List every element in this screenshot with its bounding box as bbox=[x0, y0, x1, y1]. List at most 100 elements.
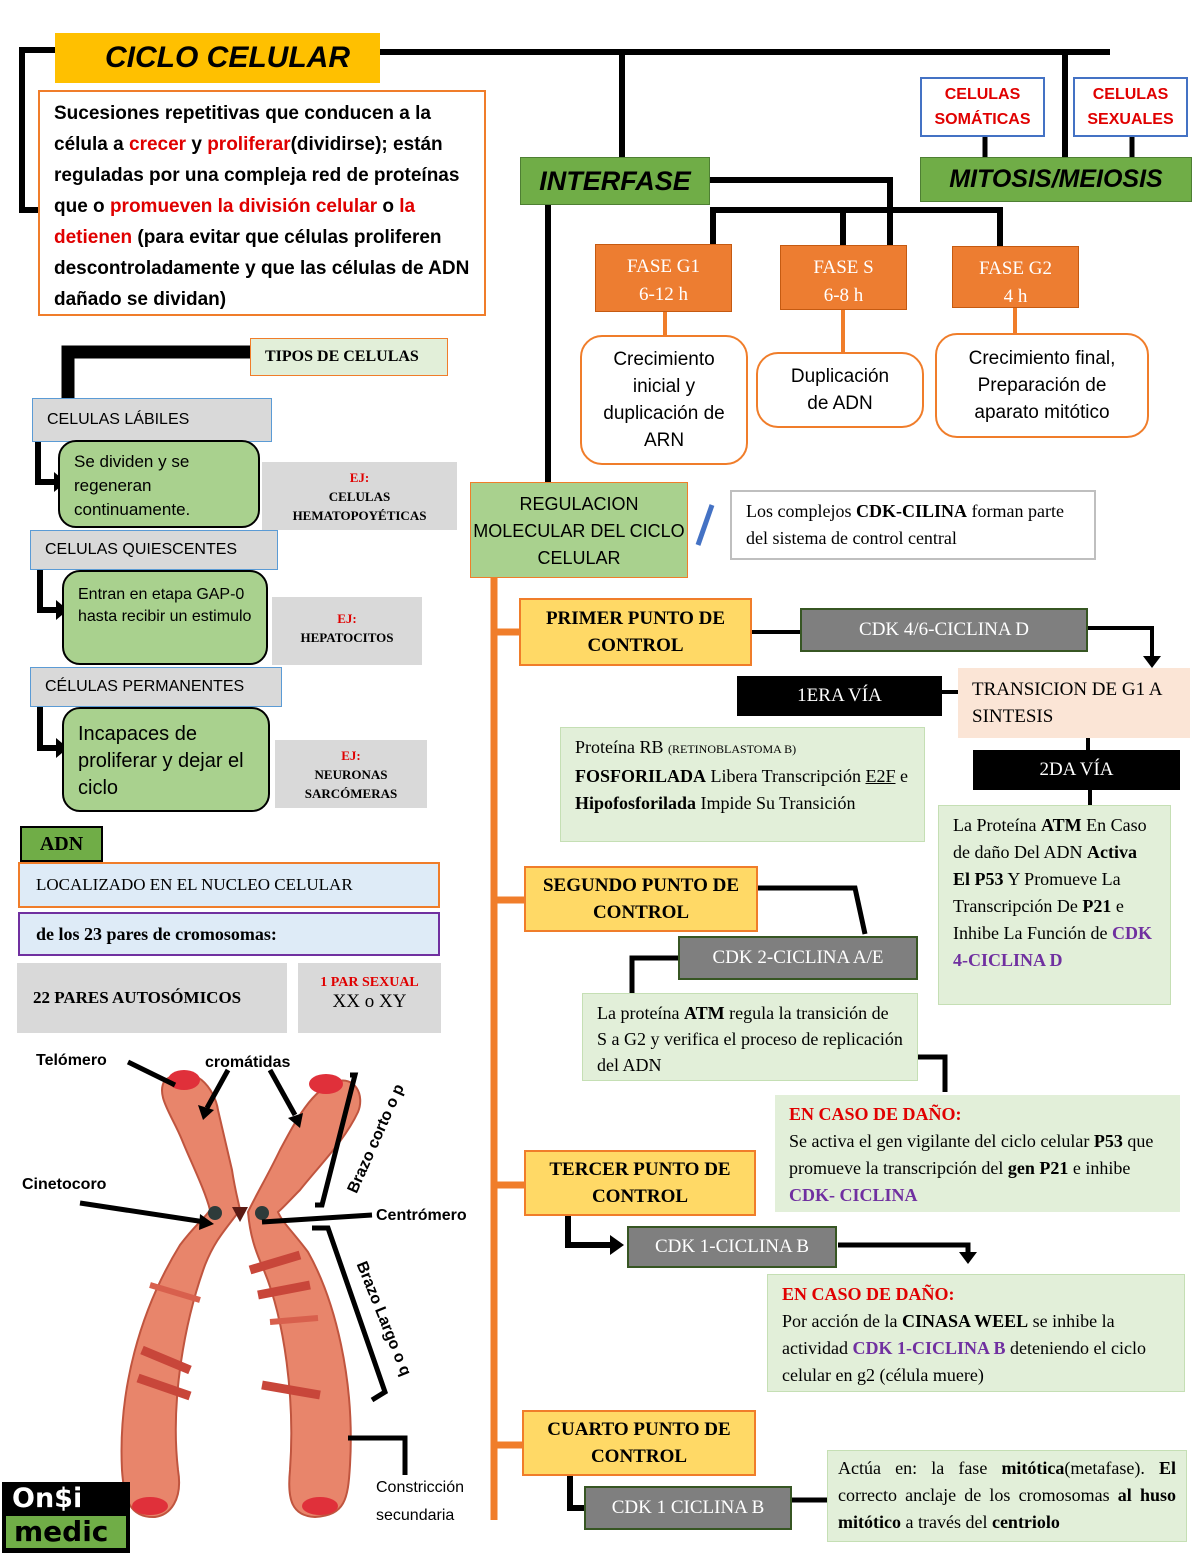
definition-text-3: (para evitar que células proliferen desc… bbox=[54, 227, 470, 310]
celulas-labiles-desc: Se dividen y se regeneran continuamente. bbox=[58, 440, 260, 528]
p2-atm-c: regula la transición de S a G2 y verific… bbox=[597, 1003, 903, 1075]
interfase-box: INTERFASE bbox=[520, 157, 710, 205]
cdk-46-ciclina-d: CDK 4/6-CICLINA D bbox=[800, 608, 1088, 652]
fase-g1-name: FASE G1 bbox=[626, 256, 701, 277]
labiles-ej-label: EJ: bbox=[349, 470, 370, 485]
fase-s-name: FASE S bbox=[813, 257, 874, 278]
permanentes-ej-text: NEURONAS SARCÓMERAS bbox=[304, 767, 398, 801]
definition-or: o bbox=[377, 196, 400, 217]
regulacion-note: Los complejos CDK-CILINA forman parte de… bbox=[730, 490, 1096, 560]
rb-f: Impide Su Transición bbox=[696, 793, 856, 813]
chromosome-illustration bbox=[120, 1070, 362, 1519]
definition-and: y bbox=[186, 134, 208, 155]
par-sexual-label: 1 PAR SEXUAL bbox=[320, 975, 419, 990]
rb-e2f: E2F bbox=[865, 766, 896, 786]
p2-dano-c: que promueve la transcripción del bbox=[789, 1131, 1154, 1178]
p3-dano-e: deteniendo el ciclo celular en g2 (célul… bbox=[782, 1338, 1146, 1385]
label-telomero: Telómero bbox=[36, 1052, 107, 1069]
fase-g2-time: 4 h bbox=[1003, 286, 1028, 307]
p4-e: correcto anclaje de los cromosomas bbox=[838, 1485, 1118, 1505]
p2-dano-d: gen P21 bbox=[1007, 1158, 1069, 1178]
fase-g2-desc: Crecimiento final, Preparación de aparat… bbox=[935, 333, 1149, 438]
fase-s-box: FASE S 6-8 h bbox=[780, 245, 907, 310]
rb-b: FOSFORILADA bbox=[575, 766, 707, 786]
definition-proliferar: proliferar bbox=[207, 134, 291, 155]
p4-h: centriolo bbox=[991, 1512, 1060, 1532]
atm-a: La Proteína bbox=[953, 815, 1041, 835]
labiles-example: EJ: CELULAS HEMATOPOYÉTICAS bbox=[262, 462, 457, 530]
atm-f: P21 bbox=[1082, 896, 1112, 916]
atm-d: Activa El P53 bbox=[953, 842, 1137, 889]
rb-small: (RETINOBLASTOMA B) bbox=[668, 742, 797, 756]
atm-h: CDK 4-CICLINA D bbox=[953, 923, 1152, 970]
par-sexual-xx: XX o XY bbox=[332, 991, 407, 1012]
proteina-atm-note: La Proteína ATM En Caso de daño Del ADN … bbox=[938, 805, 1171, 1005]
definition-detienen: la detienen bbox=[54, 196, 416, 248]
logo-line2: medic bbox=[6, 1516, 126, 1548]
quiescentes-ej-text: HEPATOCITOS bbox=[300, 630, 394, 645]
rb-c: Libera Transcripción bbox=[706, 766, 866, 786]
celulas-permanentes-desc: Incapaces de proliferar y dejar el ciclo bbox=[62, 707, 270, 812]
quiescentes-ej-label: EJ: bbox=[337, 611, 357, 626]
regulacion-note-a: Los complejos bbox=[746, 501, 856, 521]
page-title: CICLO CELULAR bbox=[55, 33, 380, 83]
onsimedic-logo: On$i medic bbox=[2, 1482, 130, 1553]
adn-localizado: LOCALIZADO EN EL NUCLEO CELULAR bbox=[18, 862, 440, 908]
celulas-sexuales-box: CELULAS SEXUALES bbox=[1073, 77, 1188, 137]
adn-tag: ADN bbox=[20, 826, 103, 862]
celulas-permanentes-label: CÉLULAS PERMANENTES bbox=[30, 667, 282, 707]
tercer-punto-box: TERCER PUNTO DE CONTROL bbox=[524, 1150, 756, 1216]
celulas-somaticas-box: CELULAS SOMÁTICAS bbox=[920, 77, 1045, 137]
atm-g: e Inhibe La Función de bbox=[953, 896, 1124, 943]
actua-note: Actúa en: la fase mitótica(metafase). El… bbox=[827, 1450, 1187, 1542]
regulacion-box: REGULACION MOLECULAR DEL CICLO CELULAR bbox=[470, 482, 688, 578]
fase-g2-name: FASE G2 bbox=[978, 258, 1053, 279]
definition-box: Sucesiones repetitivas que conducen a la… bbox=[38, 90, 486, 316]
p4-b: mitótica bbox=[1001, 1458, 1065, 1478]
mitosis-meiosis-box: MITOSIS/MEIOSIS bbox=[920, 157, 1192, 202]
p3-dano-title: EN CASO DE DAÑO: bbox=[782, 1284, 955, 1304]
regulacion-note-c: forman parte del sistema de control cent… bbox=[746, 501, 1064, 548]
p3-dano-b: CINASA WEEL bbox=[901, 1311, 1029, 1331]
rb-a: Proteína RB bbox=[575, 737, 668, 757]
proteina-rb-note: Proteína RB (RETINOBLASTOMA B) FOSFORILA… bbox=[560, 727, 925, 842]
definition-promueven: promueven la división celular bbox=[109, 196, 378, 217]
label-centromero: Centrómero bbox=[376, 1207, 467, 1224]
p2-dano-a: Se activa el gen vigilante del ciclo cel… bbox=[789, 1131, 1094, 1151]
logo-line1: On$i bbox=[12, 1483, 83, 1514]
dano-note-p2: EN CASO DE DAÑO: Se activa el gen vigilan… bbox=[775, 1095, 1180, 1212]
fase-g1-time: 6-12 h bbox=[638, 284, 689, 305]
rb-e: Hipofosforilada bbox=[575, 793, 697, 813]
definition-text: Sucesiones repetitivas que conducen a la… bbox=[54, 103, 431, 155]
celulas-quiescentes-label: CELULAS QUIESCENTES bbox=[30, 530, 278, 570]
p2-atm-b: ATM bbox=[683, 1003, 725, 1023]
regulacion-note-b: CDK-CILINA bbox=[856, 501, 968, 521]
cdk-1-ciclina-b: CDK 1-CICLINA B bbox=[627, 1226, 837, 1268]
p2-atm-a: La proteína bbox=[597, 1003, 684, 1023]
quiescentes-example: EJ: HEPATOCITOS bbox=[272, 597, 422, 665]
p3-dano-c: se inhibe la actividad bbox=[782, 1311, 1115, 1358]
definition-crecer: crecer bbox=[129, 134, 187, 155]
p2-dano-title: EN CASO DE DAÑO: bbox=[789, 1104, 962, 1124]
celulas-labiles-label: CELULAS LÁBILES bbox=[32, 398, 272, 442]
fase-g1-desc: Crecimiento inicial y duplicación de ARN bbox=[580, 335, 748, 465]
permanentes-example: EJ:NEURONAS SARCÓMERAS bbox=[275, 740, 427, 808]
fase-s-desc: Duplicación de ADN bbox=[756, 352, 924, 428]
p4-g: a través del bbox=[900, 1512, 992, 1532]
adn-pares: de los 23 pares de cromosomas: bbox=[18, 912, 440, 956]
atm-e: Y Promueve La Transcripción De bbox=[953, 869, 1121, 916]
p4-a: Actúa en: la fase bbox=[838, 1458, 1002, 1478]
cuarto-punto-box: CUARTO PUNTO DE CONTROL bbox=[522, 1410, 756, 1476]
atm-regula-note: La proteína ATM regula la transición de … bbox=[582, 993, 918, 1081]
cdk-2-ciclina-ae: CDK 2-CICLINA A/E bbox=[678, 936, 918, 980]
label-constriccion: Constricción secundaria bbox=[376, 1479, 465, 1524]
labiles-ej-text: CELULAS HEMATOPOYÉTICAS bbox=[292, 489, 427, 523]
p4-d: El bbox=[1159, 1458, 1177, 1478]
segundo-punto-box: SEGUNDO PUNTO DE CONTROL bbox=[524, 866, 758, 932]
primera-via: 1ERA VÍA bbox=[737, 676, 942, 716]
definition-text-2: (dividirse); están reguladas por una com… bbox=[54, 134, 460, 217]
primer-punto-box: PRIMER PUNTO DE CONTROL bbox=[519, 598, 752, 666]
fase-s-time: 6-8 h bbox=[823, 285, 864, 306]
